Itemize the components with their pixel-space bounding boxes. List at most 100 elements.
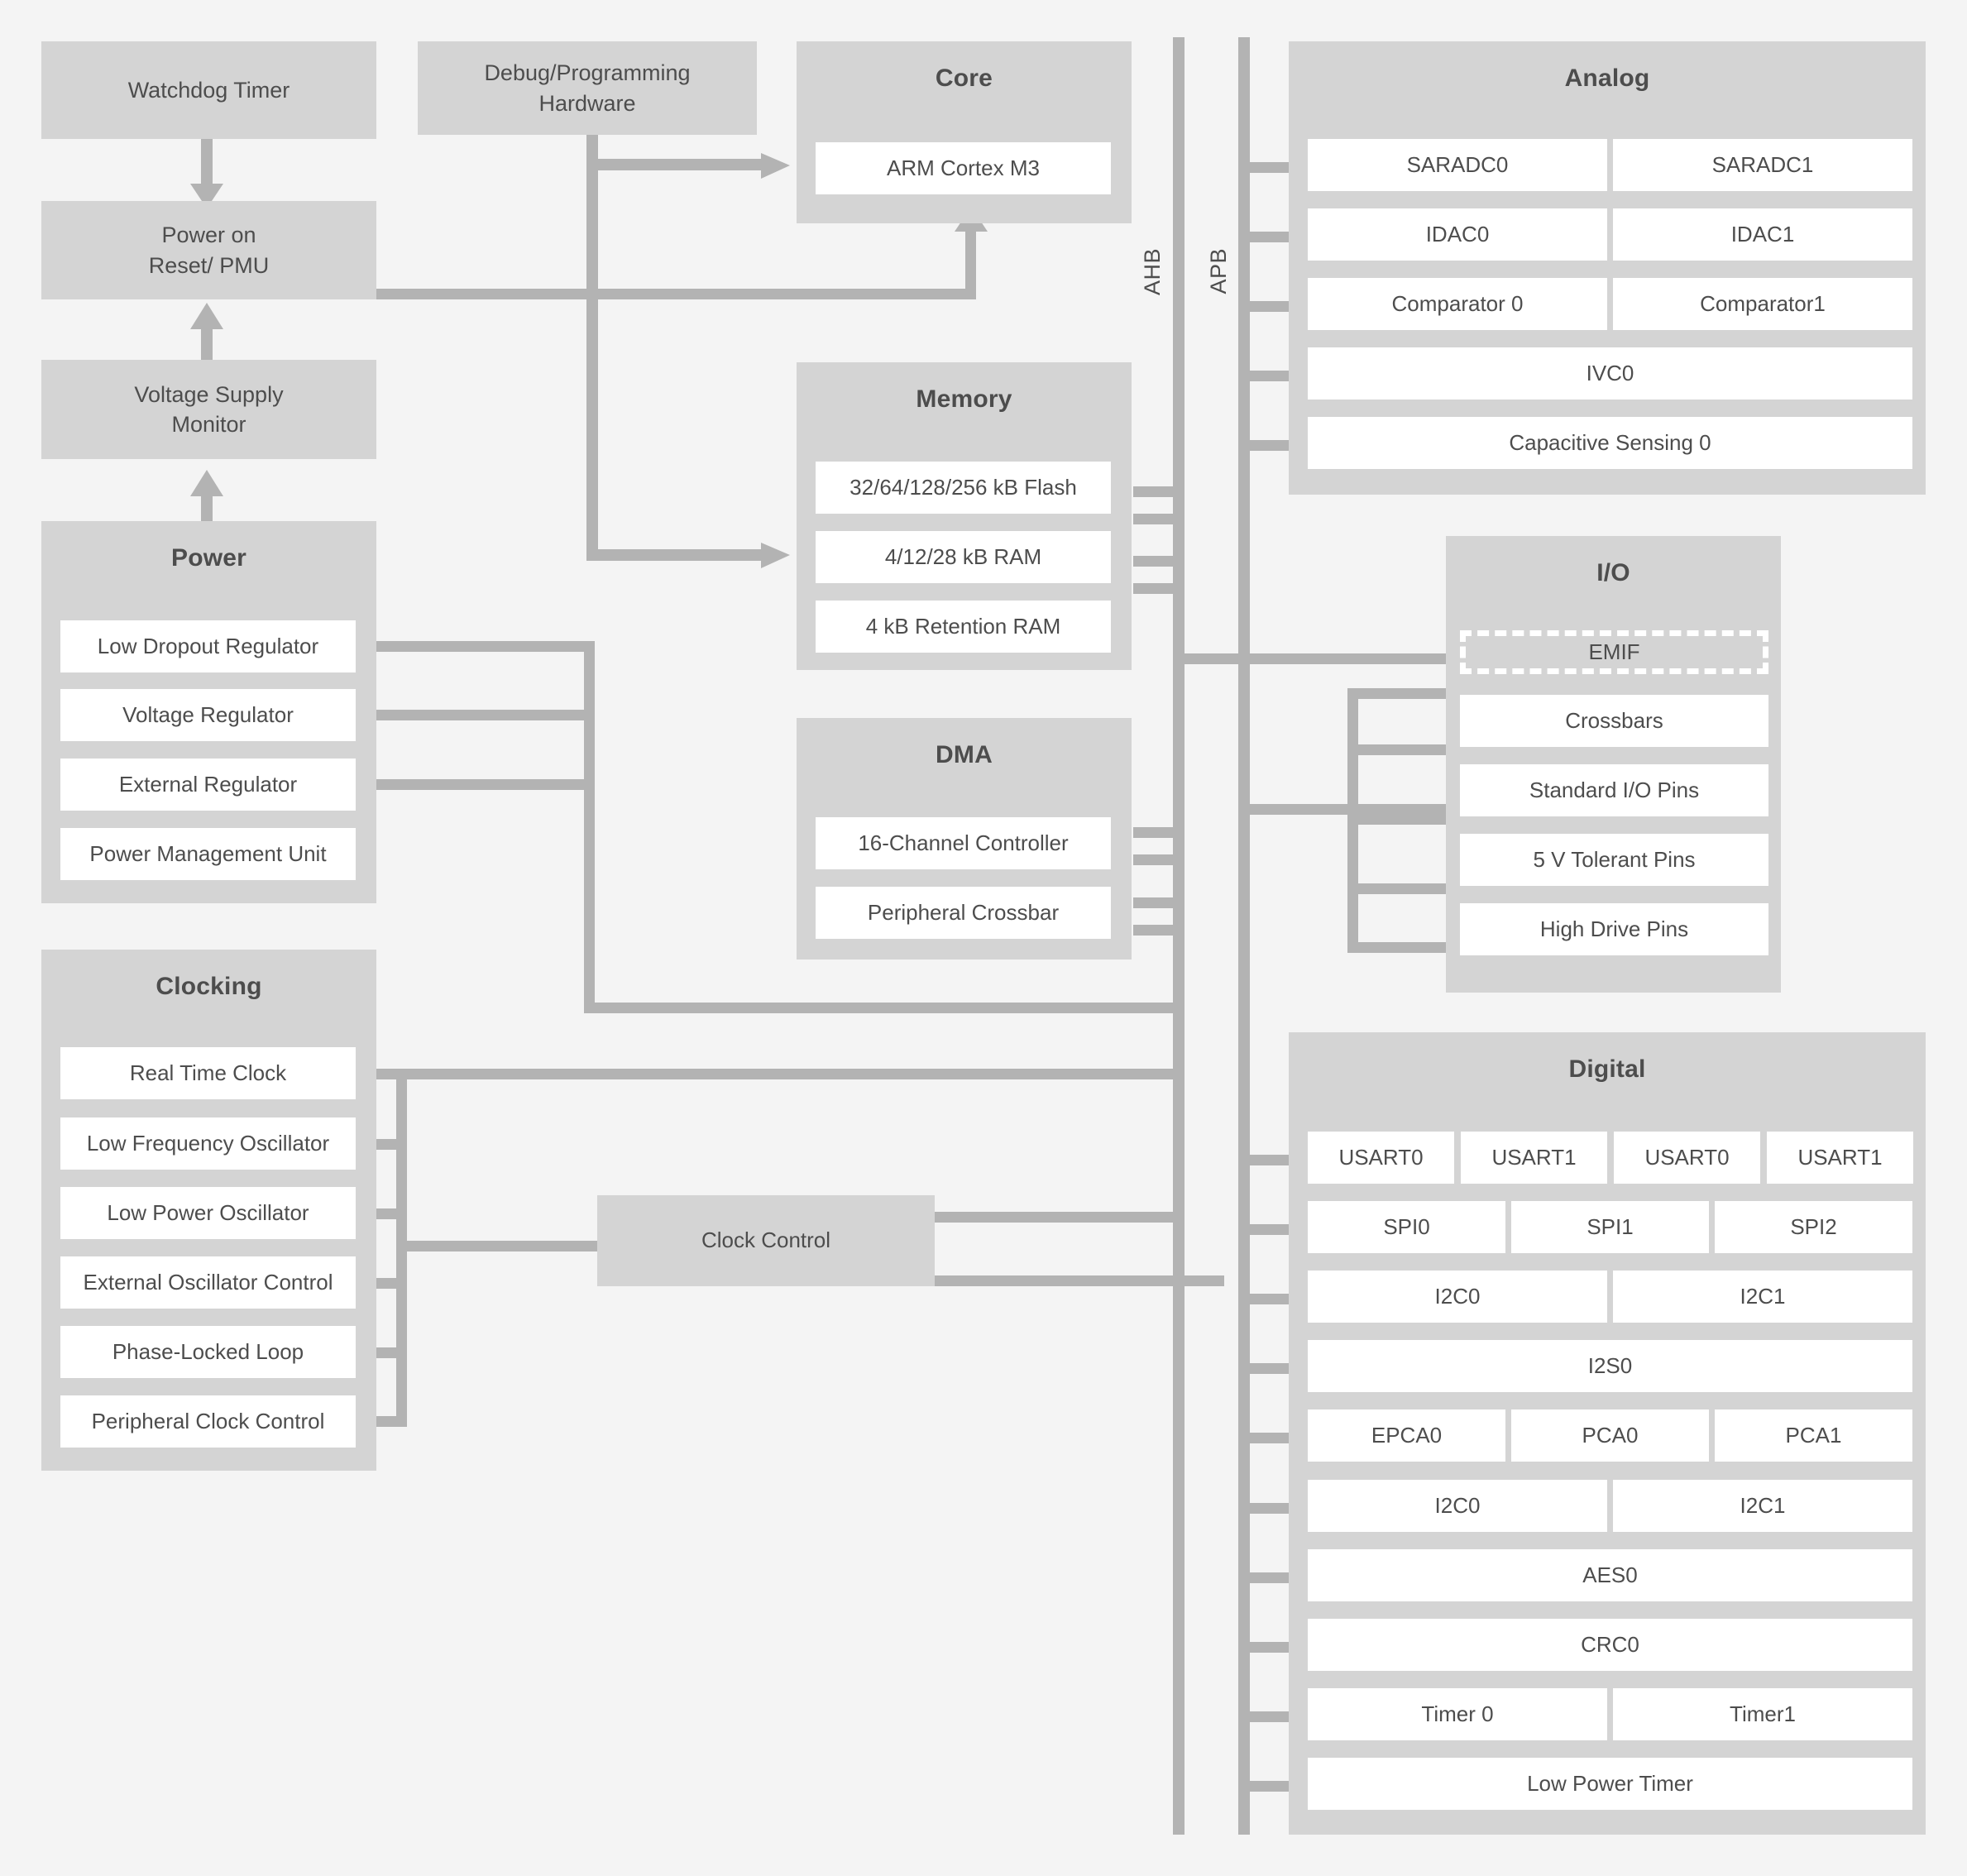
- digital-item-i2c0-b[interactable]: I2C0: [1308, 1480, 1607, 1532]
- clocking-item-peripheral-clock-control[interactable]: Peripheral Clock Control: [60, 1395, 356, 1448]
- item-label: Capacitive Sensing 0: [1509, 430, 1711, 455]
- item-label: Low Frequency Oscillator: [86, 1131, 330, 1156]
- memory-group-title: Memory: [916, 385, 1012, 413]
- item-label: 32/64/128/256 kB Flash: [849, 475, 1077, 500]
- analog-item-idac1[interactable]: IDAC1: [1613, 208, 1912, 261]
- power-item-external-regulator[interactable]: External Regulator: [60, 759, 356, 811]
- dma-item-peripheral-crossbar[interactable]: Peripheral Crossbar: [816, 887, 1111, 939]
- analog-item-saradc0[interactable]: SARADC0: [1308, 139, 1607, 191]
- clock-control-label: Clock Control: [701, 1228, 831, 1253]
- item-label: SPI0: [1383, 1214, 1430, 1239]
- item-label: Low Power Oscillator: [107, 1200, 309, 1225]
- digital-item-i2c1-a[interactable]: I2C1: [1613, 1271, 1912, 1323]
- item-label: Crossbars: [1565, 708, 1663, 733]
- digital-item-i2c0-a[interactable]: I2C0: [1308, 1271, 1607, 1323]
- item-label: I2C0: [1434, 1284, 1481, 1309]
- digital-item-usart0-a[interactable]: USART0: [1308, 1132, 1454, 1184]
- analog-item-comparator-1[interactable]: Comparator1: [1613, 278, 1912, 330]
- item-label: External Oscillator Control: [83, 1270, 333, 1295]
- voltage-supply-line2: Monitor: [171, 412, 246, 437]
- power-on-reset-pmu-box[interactable]: Power on Reset/ PMU: [41, 201, 376, 299]
- digital-item-spi0[interactable]: SPI0: [1308, 1201, 1505, 1253]
- io-item-standard-io-pins[interactable]: Standard I/O Pins: [1460, 764, 1768, 816]
- core-item-arm-cortex-m3[interactable]: ARM Cortex M3: [816, 142, 1111, 194]
- clocking-item-real-time-clock[interactable]: Real Time Clock: [60, 1047, 356, 1099]
- digital-item-spi2[interactable]: SPI2: [1715, 1201, 1912, 1253]
- memory-item-retention-ram[interactable]: 4 kB Retention RAM: [816, 601, 1111, 653]
- item-label: Peripheral Crossbar: [867, 900, 1060, 925]
- item-label: IDAC1: [1730, 222, 1795, 246]
- item-label: 4/12/28 kB RAM: [884, 544, 1042, 569]
- item-label: USART1: [1491, 1145, 1577, 1170]
- power-on-reset-line2: Reset/ PMU: [148, 252, 270, 278]
- clocking-item-low-power-oscillator[interactable]: Low Power Oscillator: [60, 1187, 356, 1239]
- item-label: Voltage Regulator: [122, 702, 294, 727]
- dma-group-title: DMA: [936, 741, 993, 768]
- item-label: IDAC0: [1425, 222, 1490, 246]
- clocking-item-phase-locked-loop[interactable]: Phase-Locked Loop: [60, 1326, 356, 1378]
- item-label: Low Power Timer: [1527, 1771, 1693, 1796]
- power-on-reset-line1: Power on: [161, 223, 256, 248]
- digital-item-aes0[interactable]: AES0: [1308, 1549, 1912, 1601]
- power-item-power-management-unit[interactable]: Power Management Unit: [60, 828, 356, 880]
- io-item-crossbars[interactable]: Crossbars: [1460, 695, 1768, 747]
- power-item-low-dropout-regulator[interactable]: Low Dropout Regulator: [60, 620, 356, 672]
- digital-item-timer-1[interactable]: Timer1: [1613, 1688, 1912, 1740]
- item-label: Real Time Clock: [129, 1060, 287, 1085]
- item-label: I2S0: [1587, 1353, 1633, 1378]
- io-item-emif[interactable]: EMIF: [1460, 630, 1768, 674]
- analog-item-ivc0[interactable]: IVC0: [1308, 347, 1912, 400]
- watchdog-timer-box[interactable]: Watchdog Timer: [41, 41, 376, 139]
- analog-item-saradc1[interactable]: SARADC1: [1613, 139, 1912, 191]
- debug-line1: Debug/Programming: [484, 60, 691, 86]
- digital-item-usart0-b[interactable]: USART0: [1614, 1132, 1760, 1184]
- item-label: EPCA0: [1371, 1423, 1443, 1448]
- core-group-title: Core: [935, 65, 993, 92]
- digital-item-spi1[interactable]: SPI1: [1511, 1201, 1709, 1253]
- item-label: EMIF: [1588, 639, 1640, 664]
- digital-item-epca0[interactable]: EPCA0: [1308, 1409, 1505, 1462]
- item-label: 4 kB Retention RAM: [865, 614, 1061, 639]
- io-item-high-drive-pins[interactable]: High Drive Pins: [1460, 903, 1768, 955]
- clock-control-box[interactable]: Clock Control: [597, 1195, 935, 1286]
- item-label: External Regulator: [118, 772, 298, 797]
- power-item-voltage-regulator[interactable]: Voltage Regulator: [60, 689, 356, 741]
- item-label: SARADC0: [1406, 152, 1509, 177]
- item-label: Peripheral Clock Control: [91, 1409, 325, 1433]
- digital-item-i2s0[interactable]: I2S0: [1308, 1340, 1912, 1392]
- item-label: CRC0: [1581, 1632, 1639, 1657]
- digital-item-pca0[interactable]: PCA0: [1511, 1409, 1709, 1462]
- digital-item-crc0[interactable]: CRC0: [1308, 1619, 1912, 1671]
- voltage-supply-line1: Voltage Supply: [134, 381, 284, 407]
- item-label: SPI1: [1587, 1214, 1634, 1239]
- digital-item-pca1[interactable]: PCA1: [1715, 1409, 1912, 1462]
- io-item-5v-tolerant-pins[interactable]: 5 V Tolerant Pins: [1460, 834, 1768, 886]
- item-label: Power Management Unit: [89, 841, 327, 866]
- digital-item-i2c1-b[interactable]: I2C1: [1613, 1480, 1912, 1532]
- item-label: I2C0: [1434, 1493, 1481, 1518]
- memory-item-flash[interactable]: 32/64/128/256 kB Flash: [816, 462, 1111, 514]
- analog-item-idac0[interactable]: IDAC0: [1308, 208, 1607, 261]
- voltage-supply-monitor-box[interactable]: Voltage Supply Monitor: [41, 360, 376, 459]
- clocking-group-title: Clocking: [156, 973, 262, 1000]
- digital-group-title: Digital: [1568, 1055, 1646, 1083]
- ahb-bus-label: AHB: [1140, 248, 1165, 296]
- power-group-title: Power: [170, 544, 247, 572]
- analog-group-title: Analog: [1564, 65, 1650, 92]
- clocking-item-external-oscillator-control[interactable]: External Oscillator Control: [60, 1256, 356, 1309]
- digital-item-usart1-a[interactable]: USART1: [1461, 1132, 1607, 1184]
- watchdog-timer-label: Watchdog Timer: [127, 77, 290, 103]
- digital-item-usart1-b[interactable]: USART1: [1767, 1132, 1913, 1184]
- debug-line2: Hardware: [538, 90, 636, 116]
- digital-item-low-power-timer[interactable]: Low Power Timer: [1308, 1758, 1912, 1810]
- memory-item-ram[interactable]: 4/12/28 kB RAM: [816, 531, 1111, 583]
- dma-item-16-channel-controller[interactable]: 16-Channel Controller: [816, 817, 1111, 869]
- clocking-item-low-frequency-oscillator[interactable]: Low Frequency Oscillator: [60, 1117, 356, 1170]
- analog-item-capacitive-sensing-0[interactable]: Capacitive Sensing 0: [1308, 417, 1912, 469]
- analog-item-comparator-0[interactable]: Comparator 0: [1308, 278, 1607, 330]
- item-label: Comparator1: [1700, 291, 1826, 316]
- item-label: IVC0: [1586, 361, 1634, 385]
- digital-item-timer-0[interactable]: Timer 0: [1308, 1688, 1607, 1740]
- debug-programming-hardware-box[interactable]: Debug/Programming Hardware: [418, 41, 757, 135]
- item-label: USART1: [1797, 1145, 1883, 1170]
